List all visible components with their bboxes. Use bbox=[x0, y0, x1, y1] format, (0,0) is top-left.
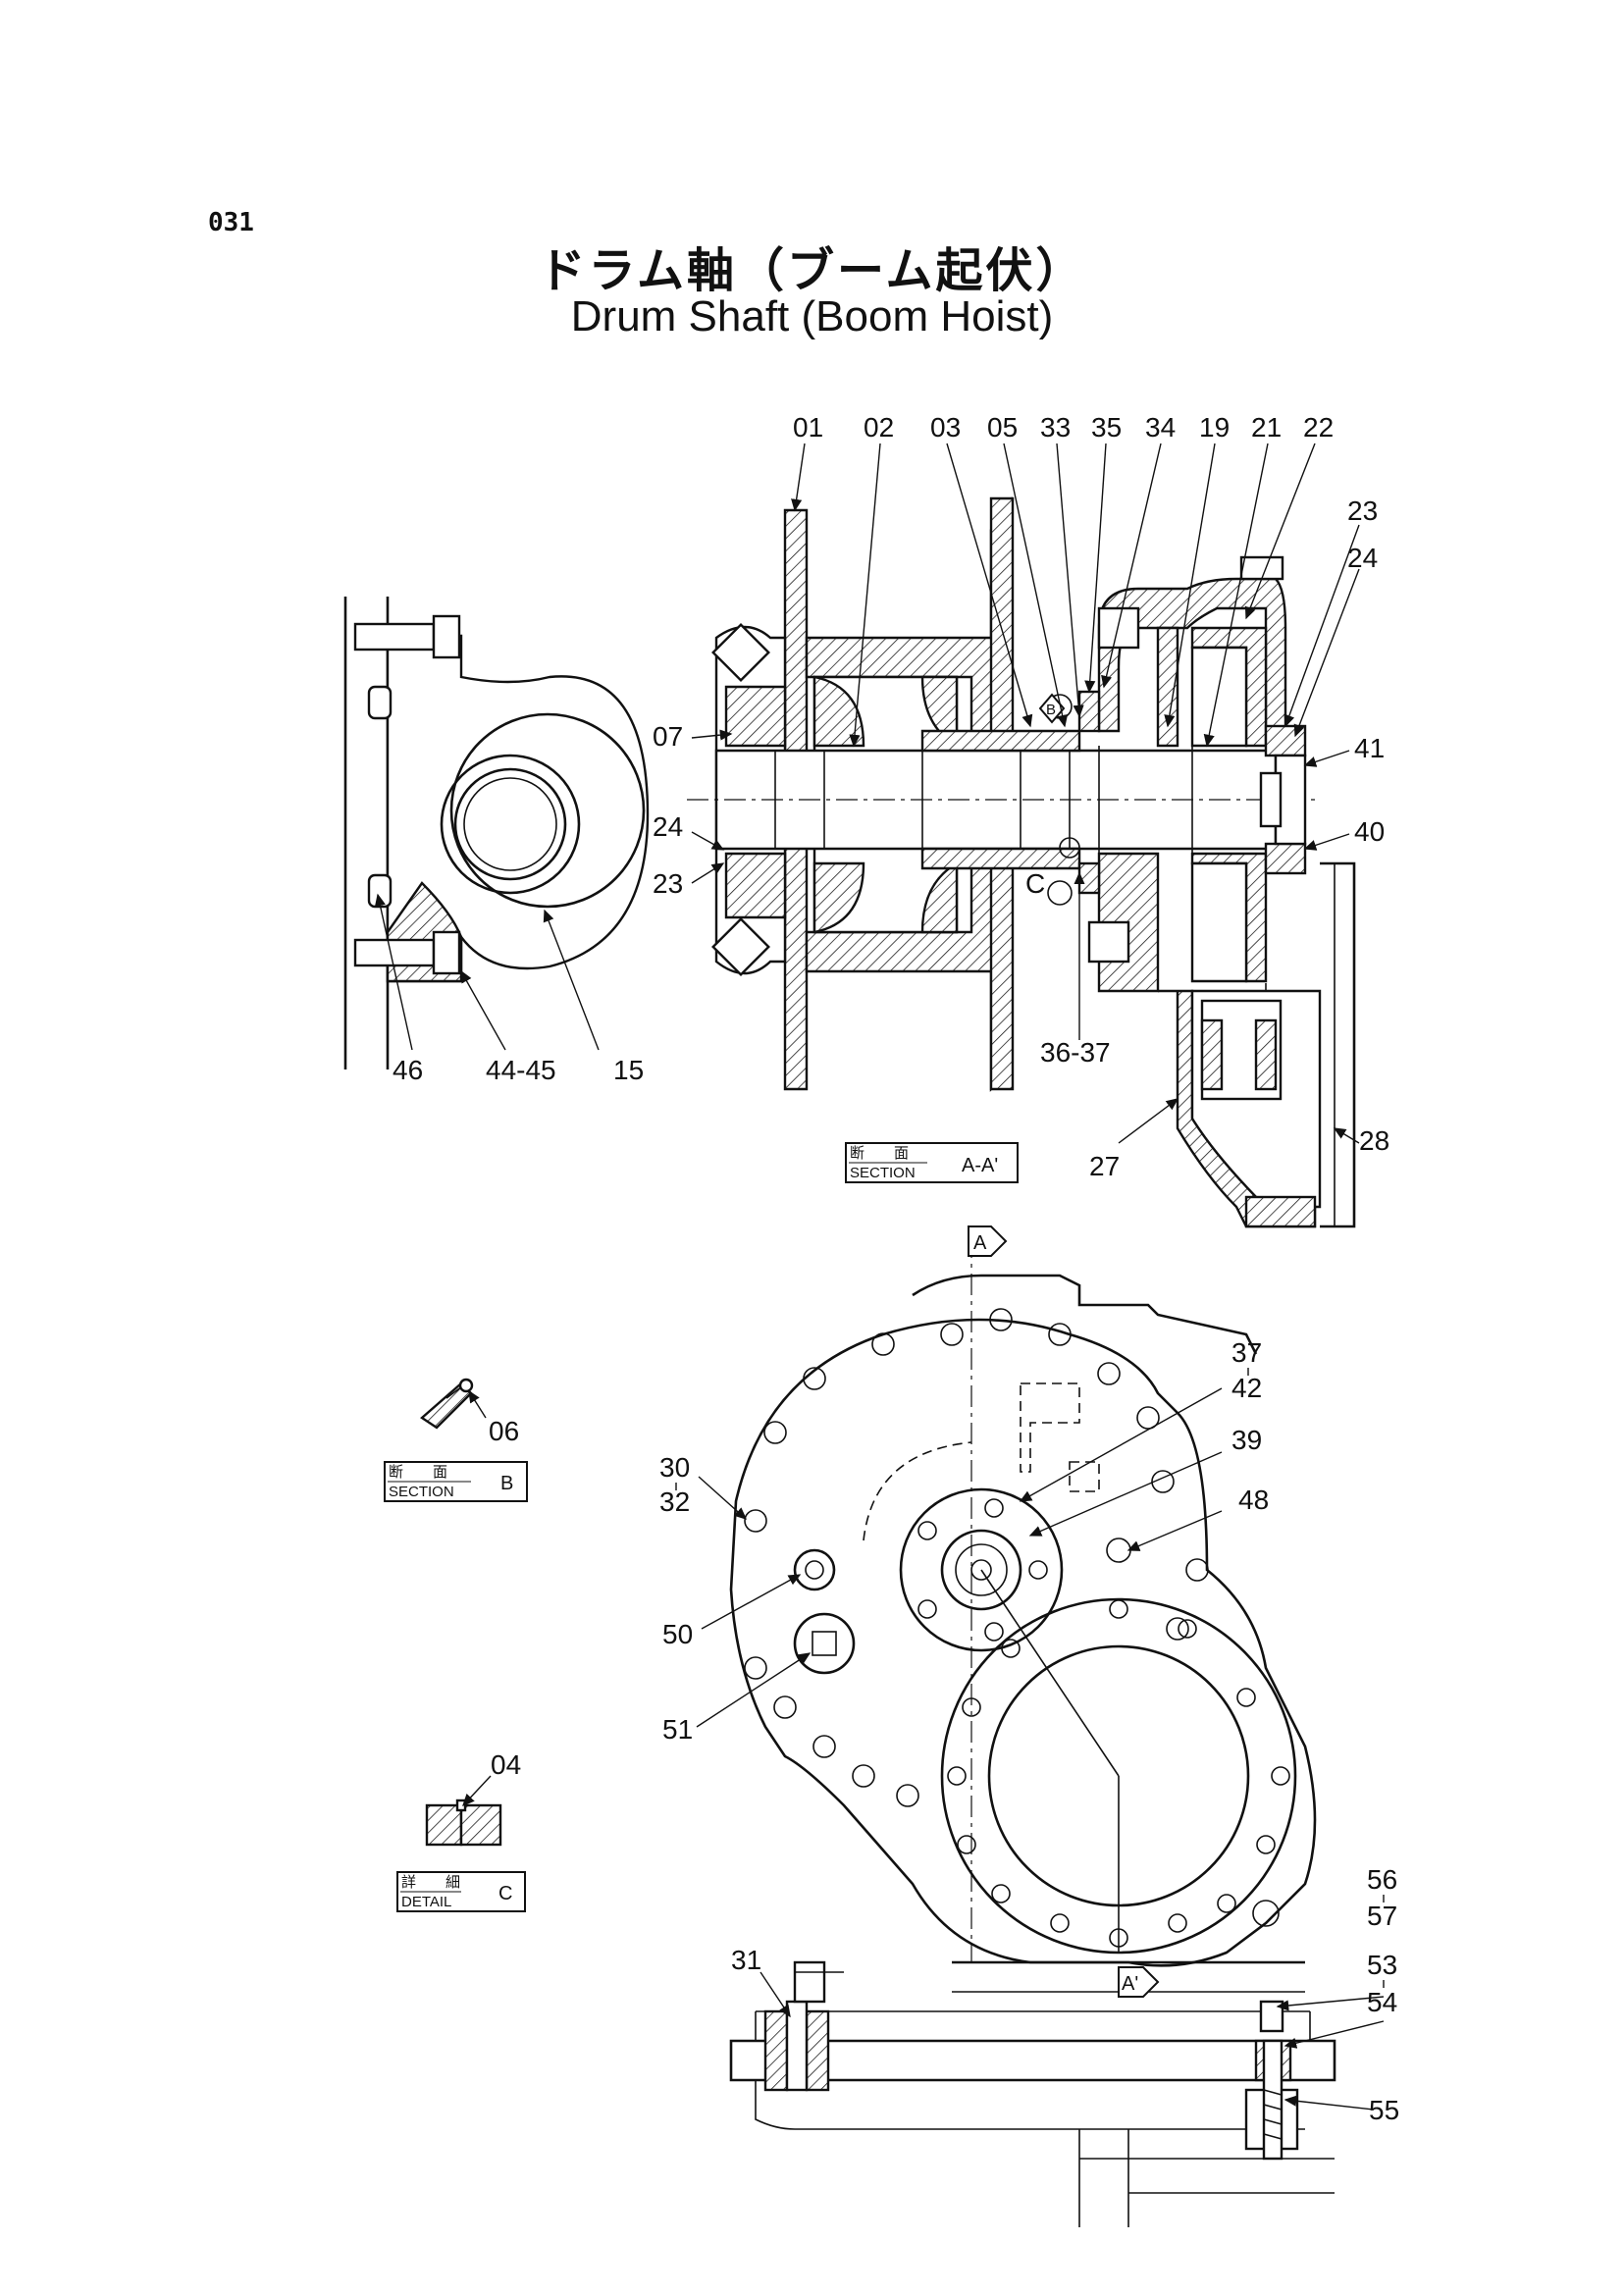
section-b-sketch bbox=[420, 1378, 474, 1430]
callout-24-top: 24 bbox=[1347, 543, 1378, 573]
callout-30-32: 30 32 bbox=[659, 1452, 690, 1517]
callout-23-top: 23 bbox=[1347, 495, 1378, 526]
callout-48: 48 bbox=[1238, 1485, 1269, 1515]
callout-56-57: 56 57 bbox=[1367, 1864, 1397, 1931]
svg-text:SECTION: SECTION bbox=[389, 1484, 454, 1500]
marker-a-prime: A' bbox=[1118, 1966, 1160, 1998]
callout-41: 41 bbox=[1354, 733, 1385, 763]
svg-text:56: 56 bbox=[1367, 1864, 1397, 1895]
svg-text:詳 細: 詳 細 bbox=[401, 1874, 460, 1891]
svg-text:B: B bbox=[1046, 702, 1056, 718]
svg-text:SECTION: SECTION bbox=[850, 1165, 916, 1181]
callout-21: 21 bbox=[1251, 412, 1282, 443]
callout-02: 02 bbox=[864, 412, 894, 443]
callout-04: 04 bbox=[491, 1749, 521, 1780]
svg-text:53: 53 bbox=[1367, 1950, 1397, 1980]
section-label-b: 断 面 SECTION B bbox=[384, 1461, 528, 1502]
svg-text:C: C bbox=[498, 1883, 512, 1904]
svg-text:37: 37 bbox=[1231, 1337, 1262, 1368]
callout-labels: 01 02 03 05 33 35 34 19 21 22 23 24 41 4… bbox=[393, 412, 1399, 2125]
callout-37-42: 37 42 bbox=[1231, 1337, 1262, 1403]
callout-28: 28 bbox=[1359, 1125, 1389, 1156]
callout-27: 27 bbox=[1089, 1151, 1120, 1181]
callout-35: 35 bbox=[1091, 412, 1122, 443]
gearbox-front-view bbox=[729, 1236, 1317, 1967]
marker-c: C bbox=[1025, 837, 1080, 899]
svg-text:A-A': A-A' bbox=[962, 1155, 998, 1176]
callout-40: 40 bbox=[1354, 816, 1385, 847]
svg-text:DETAIL: DETAIL bbox=[401, 1894, 451, 1910]
callout-31: 31 bbox=[731, 1945, 761, 1975]
section-label-c: 詳 細 DETAIL C bbox=[396, 1871, 526, 1912]
callout-15: 15 bbox=[613, 1055, 644, 1085]
callout-22: 22 bbox=[1303, 412, 1334, 443]
detail-c-sketch bbox=[425, 1799, 502, 1847]
svg-text:断 面: 断 面 bbox=[389, 1464, 447, 1481]
callout-19: 19 bbox=[1199, 412, 1230, 443]
bearing-housing-side-view bbox=[343, 597, 650, 1069]
title-japanese: ドラム軸（ブーム起伏） bbox=[538, 243, 1086, 298]
section-label-aa: 断 面 SECTION A-A' bbox=[845, 1142, 1019, 1183]
callout-33: 33 bbox=[1040, 412, 1071, 443]
svg-text:57: 57 bbox=[1367, 1901, 1397, 1931]
section-aa-view bbox=[687, 496, 1356, 1228]
svg-text:A': A' bbox=[1122, 1973, 1138, 1995]
callout-03: 03 bbox=[930, 412, 961, 443]
svg-text:断 面: 断 面 bbox=[850, 1145, 909, 1162]
callout-55: 55 bbox=[1369, 2095, 1399, 2125]
svg-text:A: A bbox=[973, 1232, 987, 1254]
marker-a: A bbox=[968, 1225, 1008, 1257]
callout-01: 01 bbox=[793, 412, 823, 443]
callout-06: 06 bbox=[489, 1416, 519, 1446]
callout-36-37: 36-37 bbox=[1040, 1037, 1111, 1068]
svg-text:B: B bbox=[500, 1473, 513, 1494]
svg-text:32: 32 bbox=[659, 1486, 690, 1517]
svg-text:30: 30 bbox=[659, 1452, 690, 1483]
callout-53-54: 53 54 bbox=[1367, 1950, 1397, 2017]
callout-23-left: 23 bbox=[653, 868, 683, 899]
callout-50: 50 bbox=[662, 1619, 693, 1649]
svg-text:54: 54 bbox=[1367, 1987, 1397, 2017]
callout-34: 34 bbox=[1145, 412, 1176, 443]
callout-51: 51 bbox=[662, 1714, 693, 1745]
leader-lines bbox=[374, 443, 1385, 2111]
svg-text:C: C bbox=[1025, 868, 1045, 899]
mounting-bottom-view bbox=[729, 1960, 1336, 2227]
callout-05: 05 bbox=[987, 412, 1018, 443]
callout-07: 07 bbox=[653, 721, 683, 752]
callout-46: 46 bbox=[393, 1055, 423, 1085]
callout-44-45: 44-45 bbox=[486, 1055, 556, 1085]
svg-text:42: 42 bbox=[1231, 1373, 1262, 1403]
callout-24-left: 24 bbox=[653, 811, 683, 842]
page-number: 031 bbox=[208, 208, 254, 237]
callout-39: 39 bbox=[1231, 1425, 1262, 1455]
title-english: Drum Shaft (Boom Hoist) bbox=[570, 292, 1054, 340]
